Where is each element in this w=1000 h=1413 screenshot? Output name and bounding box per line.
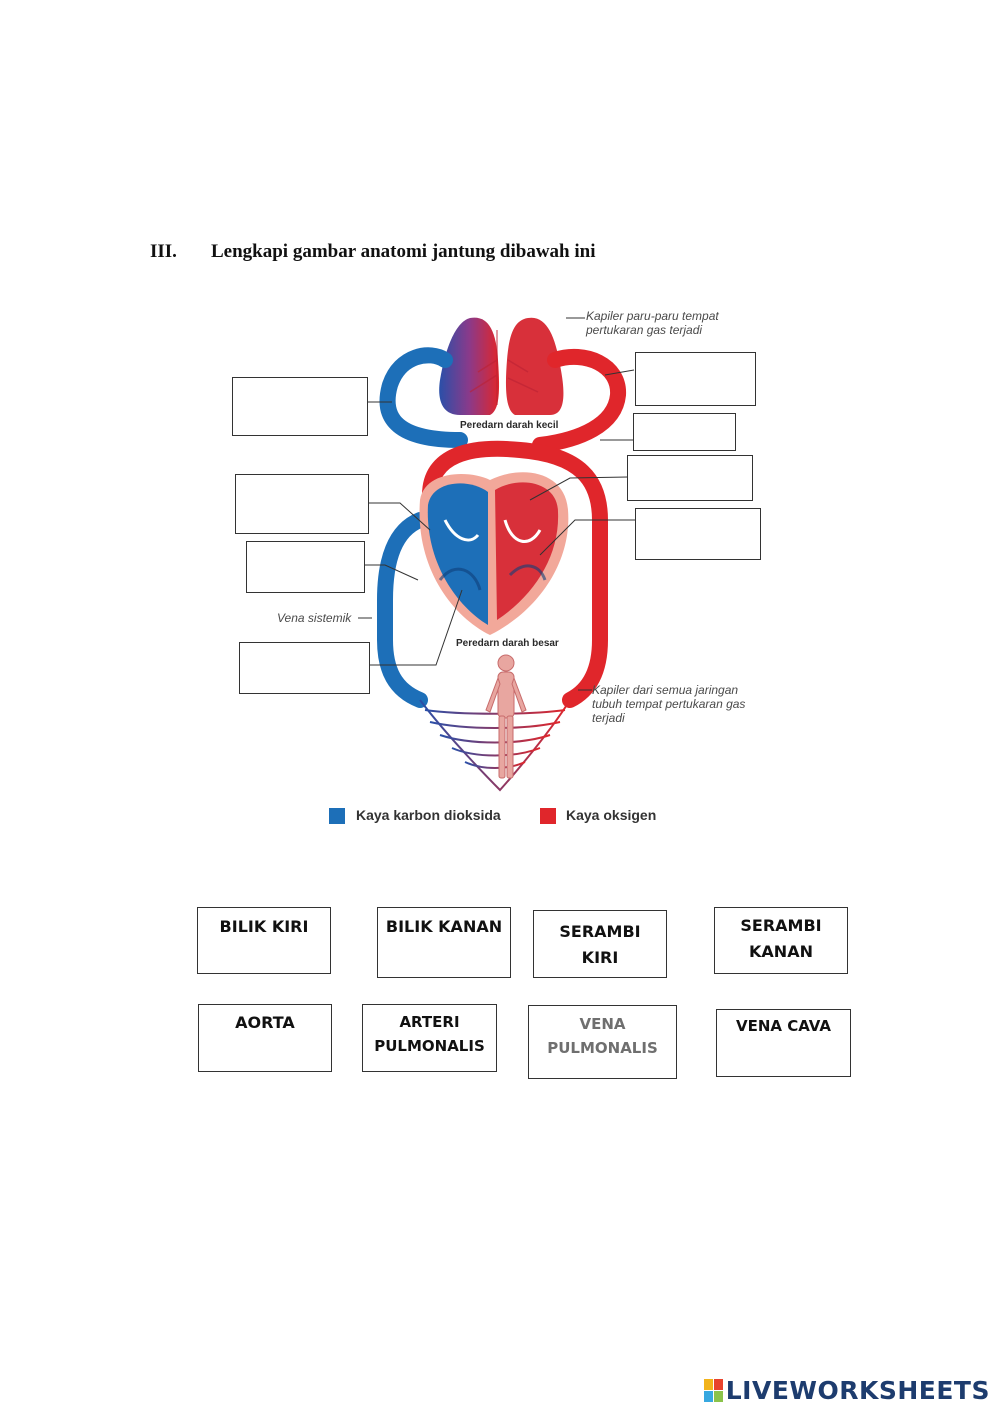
body-capillary-network xyxy=(419,698,571,792)
word-card-label: AORTA xyxy=(235,1013,295,1032)
brand-footer: LIVEWORKSHEETS xyxy=(703,1376,990,1405)
question-number: III. xyxy=(150,241,177,262)
pulmonary-artery-vessel xyxy=(379,347,468,448)
word-card-vena-pulmonalis[interactable]: VENA PULMONALIS xyxy=(528,1005,677,1079)
right-lung xyxy=(505,317,564,415)
systemic-vein-annotation: Vena sistemik xyxy=(277,611,352,625)
answer-box-left-ventricle[interactable] xyxy=(635,508,761,560)
left-heart-chambers xyxy=(495,482,559,620)
answer-box-left-atrium[interactable] xyxy=(627,455,753,501)
answer-box-pulmonary-artery[interactable] xyxy=(232,377,368,436)
answer-box-vena-cava[interactable] xyxy=(246,541,365,593)
word-card-label-2: KANAN xyxy=(749,942,813,961)
vena-cava-vessel xyxy=(377,512,428,708)
legend-label-oxygen: Kaya oksigen xyxy=(566,807,657,823)
word-card-label-2: PULMONALIS xyxy=(547,1039,658,1057)
word-card-arteri-pulmonalis[interactable]: ARTERI PULMONALIS xyxy=(362,1004,497,1072)
legend-label-co2: Kaya karbon dioksida xyxy=(356,807,501,823)
aorta-vessel xyxy=(422,440,608,708)
large-circulation-caption: Peredarn darah besar xyxy=(456,638,559,649)
legend-swatch-blue xyxy=(329,808,345,824)
answer-box-aorta[interactable] xyxy=(633,413,736,451)
word-card-label-2: PULMONALIS xyxy=(374,1037,485,1055)
question-title: Lengkapi gambar anatomi jantung dibawah … xyxy=(211,241,596,262)
human-figure xyxy=(485,654,527,779)
word-card-label-2: KIRI xyxy=(581,948,619,967)
word-card-label: SERAMBI xyxy=(559,922,641,941)
answer-box-pulmonary-vein[interactable] xyxy=(635,352,756,406)
word-card-vena-cava[interactable]: VENA CAVA xyxy=(716,1009,851,1077)
word-card-serambi-kanan[interactable]: SERAMBI KANAN xyxy=(714,907,848,974)
answer-box-right-ventricle[interactable] xyxy=(239,642,370,694)
brand-name: LIVEWORKSHEETS xyxy=(725,1376,990,1405)
answer-box-right-atrium[interactable] xyxy=(235,474,369,534)
word-card-bilik-kanan[interactable]: BILIK KANAN xyxy=(377,907,511,978)
small-circulation-caption: Peredarn darah kecil xyxy=(460,420,559,431)
word-card-label: SERAMBI xyxy=(740,916,822,935)
word-card-label: ARTERI xyxy=(399,1013,460,1031)
right-heart-chambers xyxy=(427,483,488,625)
brand-logo-icon xyxy=(703,1379,723,1402)
word-card-label: VENA CAVA xyxy=(735,1017,832,1035)
pulmonary-vein-vessel xyxy=(532,348,626,453)
word-card-aorta[interactable]: AORTA xyxy=(198,1004,332,1072)
word-card-label: VENA xyxy=(579,1015,626,1033)
word-card-label: BILIK KIRI xyxy=(219,917,309,936)
word-card-label: BILIK KANAN xyxy=(385,917,503,936)
word-card-bilik-kiri[interactable]: BILIK KIRI xyxy=(197,907,331,974)
body-capillary-annotation: Kapiler dari semua jaringan tubuh tempat… xyxy=(592,683,746,725)
leader-lines xyxy=(358,317,635,691)
lung-capillary-annotation: Kapiler paru-paru tempat pertukaran gas … xyxy=(586,309,719,337)
left-lung xyxy=(439,317,500,415)
word-card-serambi-kiri[interactable]: SERAMBI KIRI xyxy=(533,910,667,978)
legend-swatch-red xyxy=(540,808,556,824)
